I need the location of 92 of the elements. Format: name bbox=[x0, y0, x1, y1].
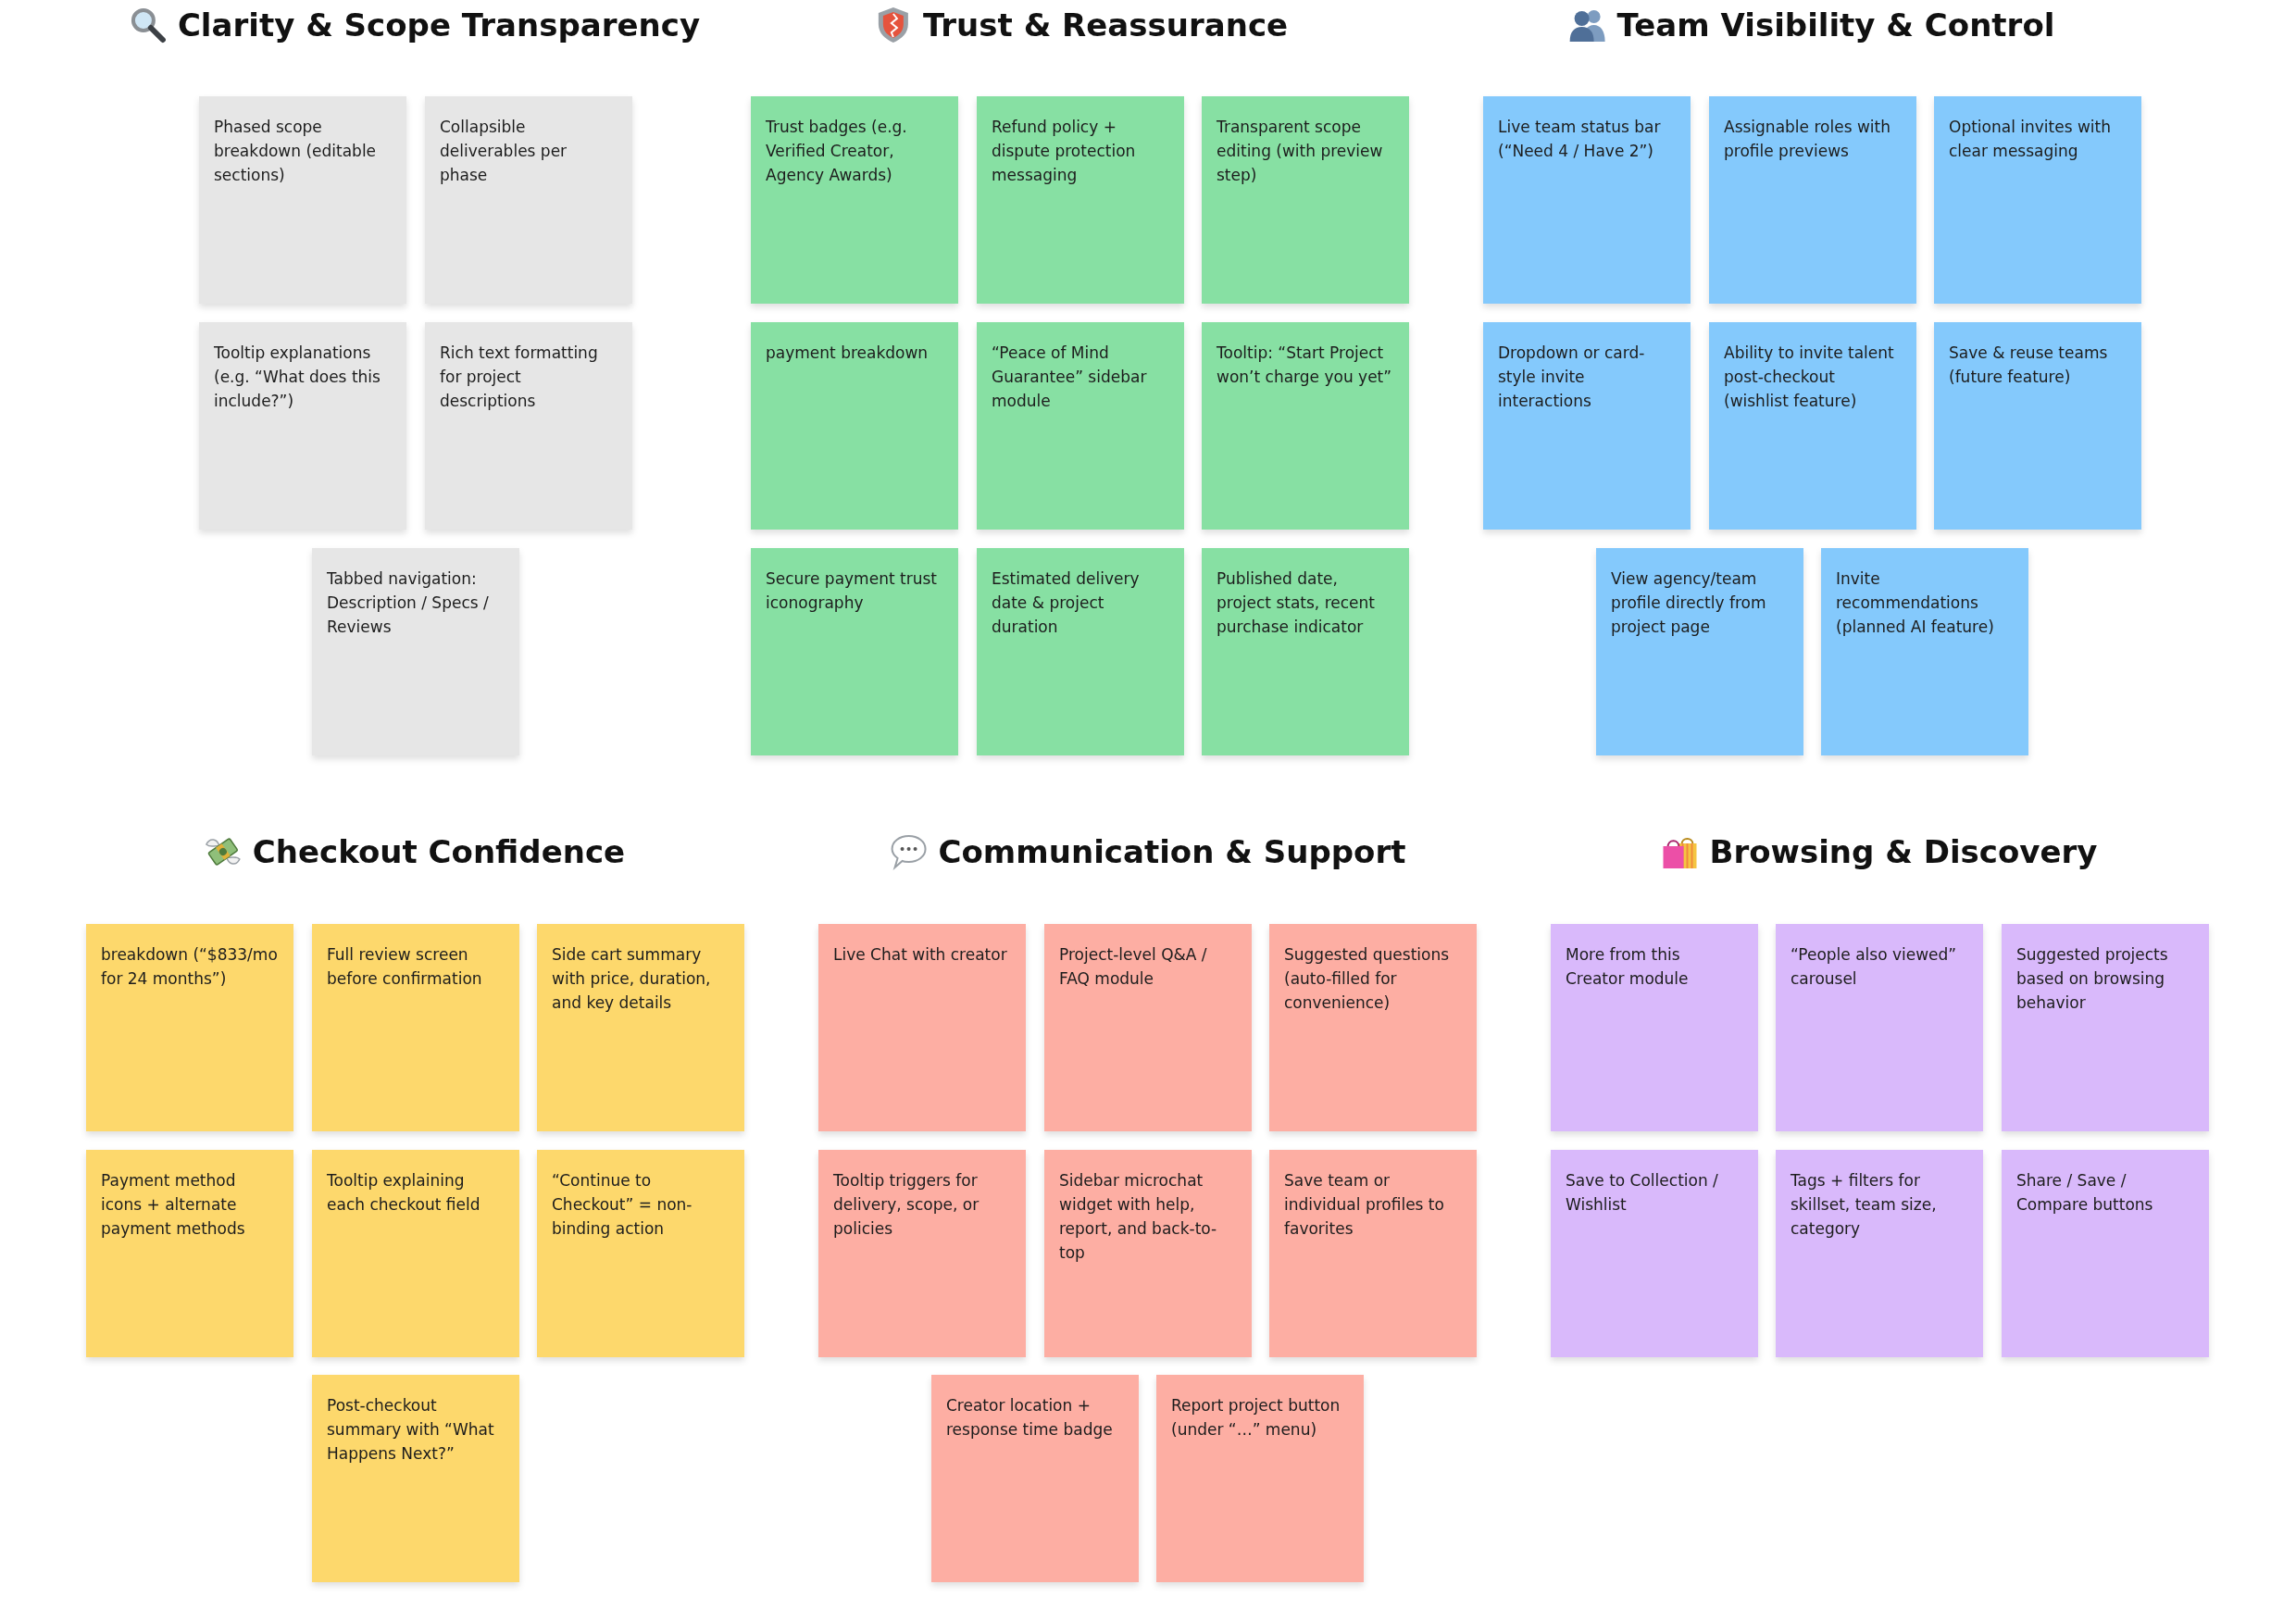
group-heading: Communication & Support bbox=[938, 833, 1406, 870]
sticky-note bbox=[1044, 1150, 1252, 1357]
sticky-note bbox=[537, 1150, 744, 1357]
sticky-note bbox=[1156, 1375, 1364, 1582]
note-text: Rich text formatting for project descriptions bbox=[440, 343, 599, 412]
sticky-note bbox=[1551, 924, 1758, 1131]
sticky-note bbox=[1596, 548, 1803, 755]
group-heading: Clarity & Scope Transparency bbox=[177, 6, 701, 44]
sticky-note bbox=[931, 1375, 1139, 1582]
sticky-note bbox=[1483, 96, 1691, 304]
note-text: Side cart summary with price, duration, and key details bbox=[552, 944, 712, 1014]
note-text: Assignable roles with profile previews bbox=[1724, 117, 1891, 162]
note-text: Refund policy + dispute protection messaging bbox=[992, 117, 1137, 186]
sticky-note bbox=[1202, 322, 1409, 530]
sticky-note bbox=[425, 96, 632, 304]
note-text: Estimated delivery date & project duration bbox=[992, 568, 1141, 638]
note-text: Live team status bar (“Need 4 / Have 2”) bbox=[1498, 117, 1662, 162]
note-text: Trust badges (e.g. Verified Creator, Agency Awards) bbox=[766, 117, 908, 186]
note-text: Report project button (under “…” menu) bbox=[1171, 1395, 1341, 1441]
note-text: Tooltip: “Start Project won’t charge you yet” bbox=[1217, 343, 1393, 388]
note-text: View agency/team profile directly from project page bbox=[1611, 568, 1767, 638]
sticky-note bbox=[199, 322, 406, 530]
note-text: payment breakdown bbox=[766, 343, 930, 364]
sticky-note bbox=[312, 1375, 519, 1582]
note-text: Tags + filters for skillset, team size, category bbox=[1791, 1170, 1938, 1240]
note-text: Transparent scope editing (with preview step) bbox=[1217, 117, 1384, 186]
note-text: Save to Collection / Wishlist bbox=[1566, 1170, 1719, 1216]
note-text: Payment method icons + alternate payment methods bbox=[101, 1170, 246, 1240]
sticky-note bbox=[1821, 548, 2028, 755]
sticky-note bbox=[1776, 1150, 1983, 1357]
sticky-note bbox=[1044, 924, 1252, 1131]
note-text: Post-checkout summary with “What Happens Next?” bbox=[327, 1395, 495, 1465]
note-text: More from this Creator module bbox=[1566, 944, 1690, 990]
sticky-note bbox=[312, 924, 519, 1131]
note-text: Project-level Q&A / FAQ module bbox=[1059, 944, 1208, 990]
note-text: Full review screen before confirmation bbox=[327, 944, 483, 990]
note-text: breakdown (“$833/mo for 24 months”) bbox=[101, 944, 279, 990]
sticky-note bbox=[977, 96, 1184, 304]
sticky-note bbox=[751, 96, 958, 304]
note-text: Tooltip explaining each checkout field bbox=[327, 1170, 481, 1216]
note-text: Live Chat with creator bbox=[833, 944, 1008, 966]
sticky-note bbox=[1202, 548, 1409, 755]
sticky-note bbox=[1269, 924, 1477, 1131]
sticky-note bbox=[751, 322, 958, 530]
sticky-note bbox=[977, 322, 1184, 530]
note-text: Sidebar microchat widget with help, report, and back-to-top bbox=[1059, 1170, 1218, 1264]
note-text: Suggested questions (auto-filled for convenience) bbox=[1284, 944, 1451, 1014]
note-text: Tabbed navigation: Description / Specs / Reviews bbox=[327, 568, 490, 638]
sticky-note bbox=[537, 924, 744, 1131]
sticky-note bbox=[1483, 322, 1691, 530]
note-text: “People also viewed” carousel bbox=[1791, 944, 1958, 990]
group-heading: Team Visibility & Control bbox=[1616, 6, 2055, 44]
sticky-note bbox=[751, 548, 958, 755]
sticky-note bbox=[86, 1150, 293, 1357]
note-text: Dropdown or card-style invite interactions bbox=[1498, 343, 1646, 412]
note-text: “Peace of Mind Guarantee” sidebar module bbox=[992, 343, 1148, 412]
sticky-note bbox=[199, 96, 406, 304]
note-text: Ability to invite talent post-checkout (wishlist feature) bbox=[1724, 343, 1895, 412]
note-text: Secure payment trust iconography bbox=[766, 568, 938, 614]
note-text: Creator location + response time badge bbox=[946, 1395, 1114, 1441]
sticky-note bbox=[1934, 322, 2141, 530]
note-text: Share / Save / Compare buttons bbox=[2016, 1170, 2154, 1216]
sticky-note bbox=[1776, 924, 1983, 1131]
sticky-note bbox=[312, 1150, 519, 1357]
note-text: Tooltip explanations (e.g. “What does this include?”) bbox=[214, 343, 381, 412]
note-text: “Continue to Checkout” = non-binding action bbox=[552, 1170, 693, 1240]
sticky-note bbox=[2002, 1150, 2209, 1357]
sticky-note bbox=[1551, 1150, 1758, 1357]
sticky-note bbox=[1202, 96, 1409, 304]
note-text: Suggested projects based on browsing behavior bbox=[2016, 944, 2169, 1014]
note-text: Invite recommendations (planned AI feature) bbox=[1836, 568, 1995, 638]
group-heading: Checkout Confidence bbox=[252, 833, 626, 870]
note-text: Published date, project stats, recent purchase indicator bbox=[1217, 568, 1376, 638]
sticky-note bbox=[1269, 1150, 1477, 1357]
note-text: Optional invites with clear messaging bbox=[1949, 117, 2112, 162]
group-heading: Browsing & Discovery bbox=[1709, 833, 2098, 870]
sticky-note bbox=[425, 322, 632, 530]
sticky-note bbox=[1709, 322, 1916, 530]
sticky-note bbox=[312, 548, 519, 755]
sticky-note bbox=[977, 548, 1184, 755]
sticky-note bbox=[1709, 96, 1916, 304]
group-heading: Trust & Reassurance bbox=[922, 6, 1289, 44]
note-text: Tooltip triggers for delivery, scope, or policies bbox=[833, 1170, 980, 1240]
note-text: Save & reuse teams (future feature) bbox=[1949, 343, 2109, 388]
note-text: Save team or individual profiles to favorites bbox=[1284, 1170, 1445, 1240]
sticky-note bbox=[86, 924, 293, 1131]
note-text: Phased scope breakdown (editable sections) bbox=[214, 117, 378, 186]
sticky-note bbox=[818, 924, 1026, 1131]
sticky-note bbox=[818, 1150, 1026, 1357]
note-text: Collapsible deliverables per phase bbox=[440, 117, 568, 186]
sticky-note bbox=[1934, 96, 2141, 304]
sticky-note bbox=[2002, 924, 2209, 1131]
